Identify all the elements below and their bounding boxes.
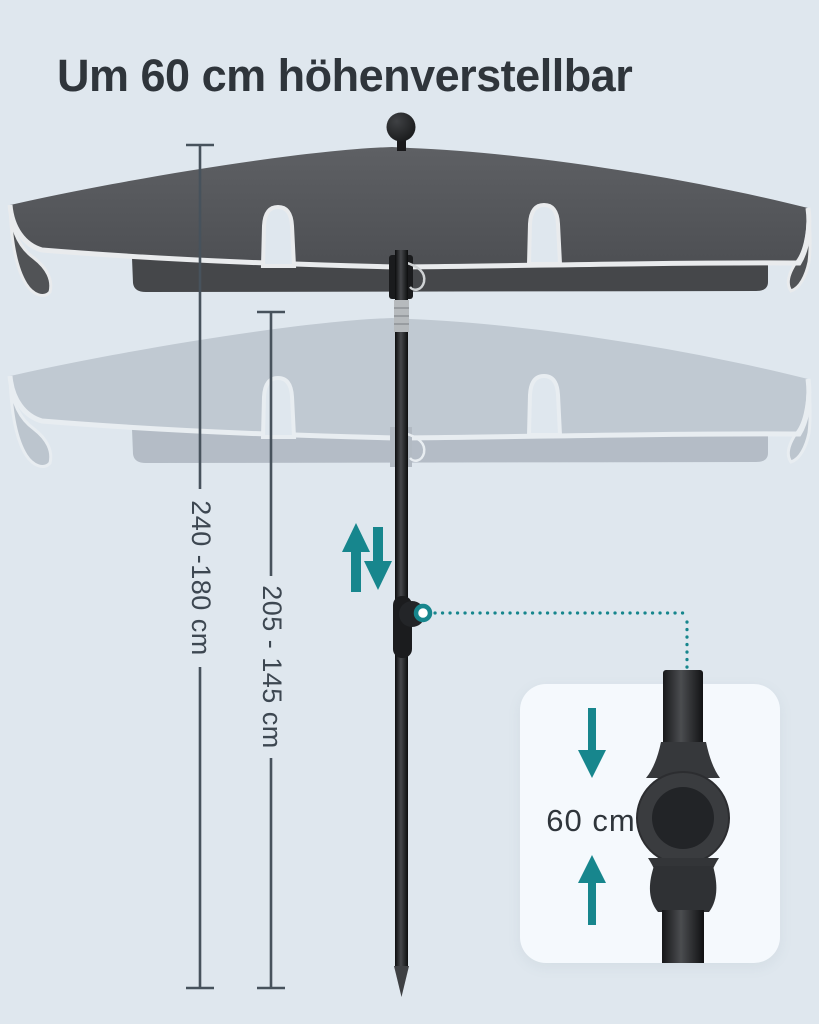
umbrella-pole <box>386 112 425 997</box>
rib-wire-hook <box>403 260 426 291</box>
inset-down-arrow-icon <box>578 708 606 778</box>
inset-upper-pole <box>663 670 703 748</box>
adjustment-range-label: 60 cm <box>546 803 636 838</box>
inset-pole-joint <box>578 670 730 963</box>
page-title: Um 60 cm höhenverstellbar <box>57 50 633 101</box>
finial-ball <box>386 112 416 142</box>
valance-notch <box>260 204 297 268</box>
pole-tip <box>394 966 409 997</box>
total-height-label: 240 -180 cm <box>186 500 216 656</box>
up-arrow-icon <box>342 523 370 592</box>
measure-line-total <box>186 143 214 990</box>
inset-up-arrow-icon <box>578 855 606 925</box>
measure-line-pole <box>257 310 285 990</box>
valance-notch <box>526 202 563 266</box>
dotted-connector-line <box>433 611 689 670</box>
ghost-canopy <box>7 318 812 468</box>
height-arrows-icon <box>342 523 392 592</box>
pole-height-label: 205 - 145 cm <box>257 585 287 749</box>
joint-marker-ring-icon <box>413 603 433 623</box>
inset-lower-pole <box>662 910 704 963</box>
umbrella-canopy <box>7 147 812 299</box>
down-arrow-icon <box>364 527 392 590</box>
